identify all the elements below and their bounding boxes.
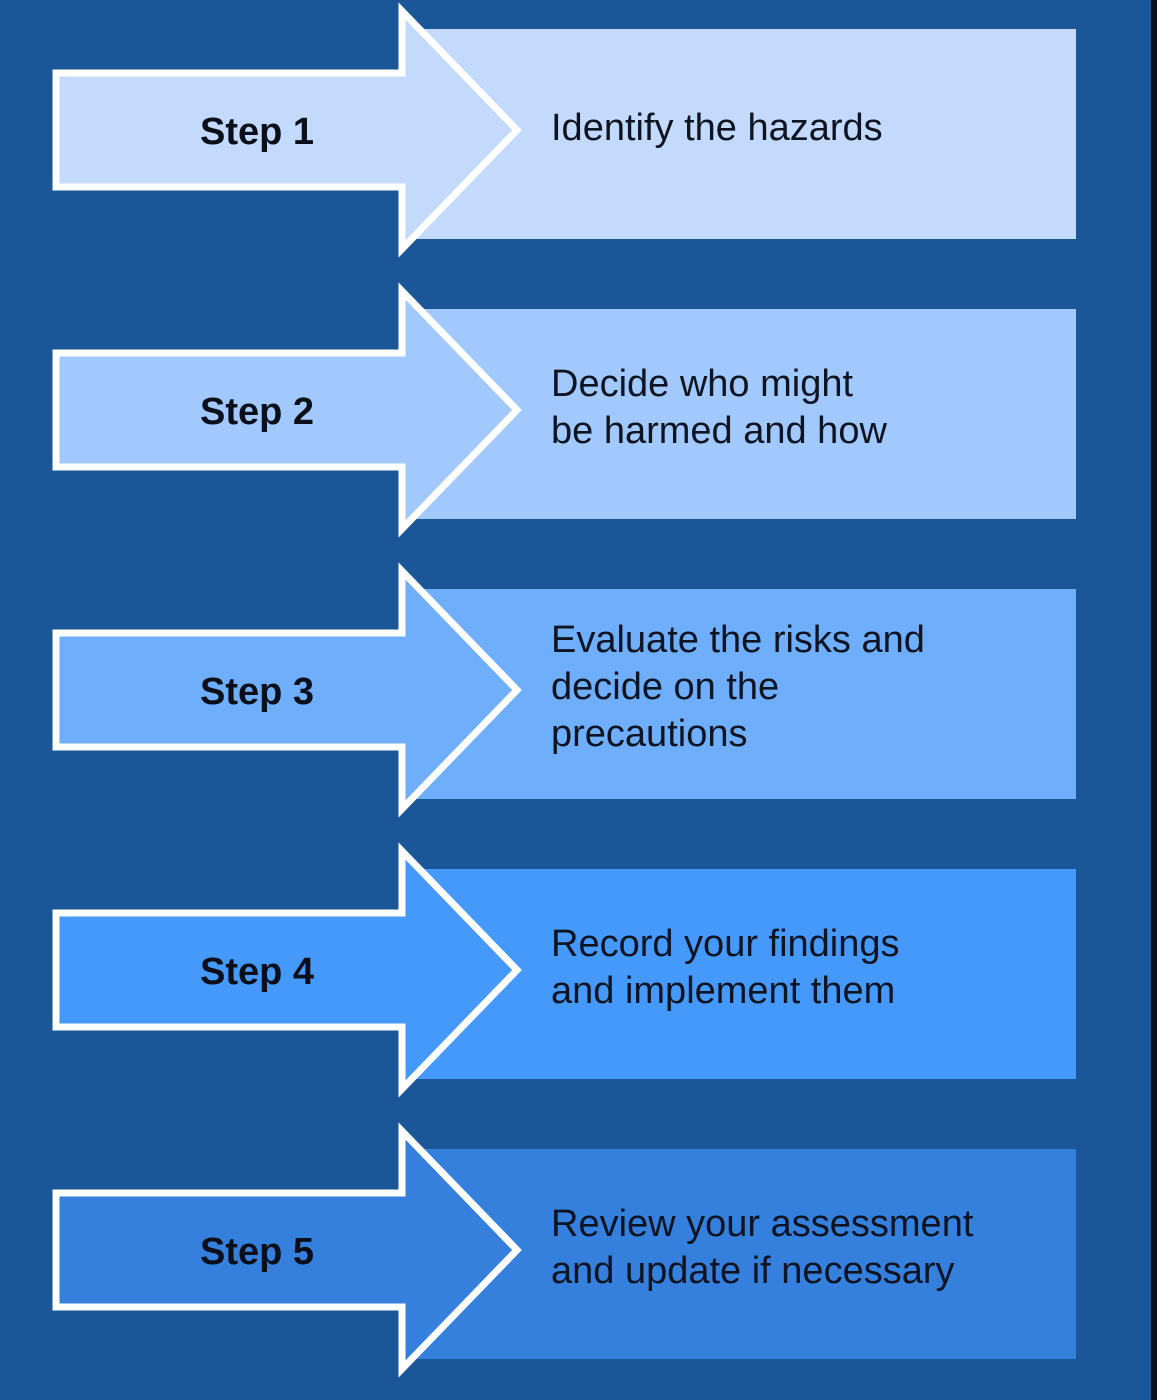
step-2-box xyxy=(410,309,1076,519)
step-1-description: Identify the hazards xyxy=(551,107,883,149)
right-edge-strip xyxy=(1151,0,1157,1400)
step-4-label: Step 4 xyxy=(200,951,315,993)
step-5-arrow xyxy=(52,1122,522,1378)
step-row-5: Step 5 Review your assessment and update… xyxy=(0,1122,1157,1378)
step-3-description: Evaluate the risks and decide on the pre… xyxy=(551,619,925,755)
step-5-box xyxy=(410,1149,1076,1359)
step-row-2: Step 2 Decide who might be harmed and ho… xyxy=(0,282,1157,538)
step-3-arrow xyxy=(52,562,522,818)
step-row-4: Step 4 Record your findings and implemen… xyxy=(0,842,1157,1098)
step-1-arrow xyxy=(52,2,522,258)
step-3-label: Step 3 xyxy=(200,671,315,713)
step-2-arrow xyxy=(52,282,522,538)
step-4-box xyxy=(410,869,1076,1079)
step-1-label: Step 1 xyxy=(200,111,315,153)
step-4-arrow xyxy=(52,842,522,1098)
step-row-1: Step 1 Identify the hazards xyxy=(0,2,1157,258)
step-4-description: Record your findings and implement them xyxy=(551,923,900,1012)
step-5-label: Step 5 xyxy=(200,1231,315,1273)
step-5-description: Review your assessment and update if nec… xyxy=(551,1203,974,1292)
step-1-box xyxy=(410,29,1076,239)
step-2-label: Step 2 xyxy=(200,391,315,433)
step-2-description: Decide who might be harmed and how xyxy=(551,363,887,452)
step-3-box xyxy=(410,589,1076,799)
step-row-3: Step 3 Evaluate the risks and decide on … xyxy=(0,562,1157,818)
